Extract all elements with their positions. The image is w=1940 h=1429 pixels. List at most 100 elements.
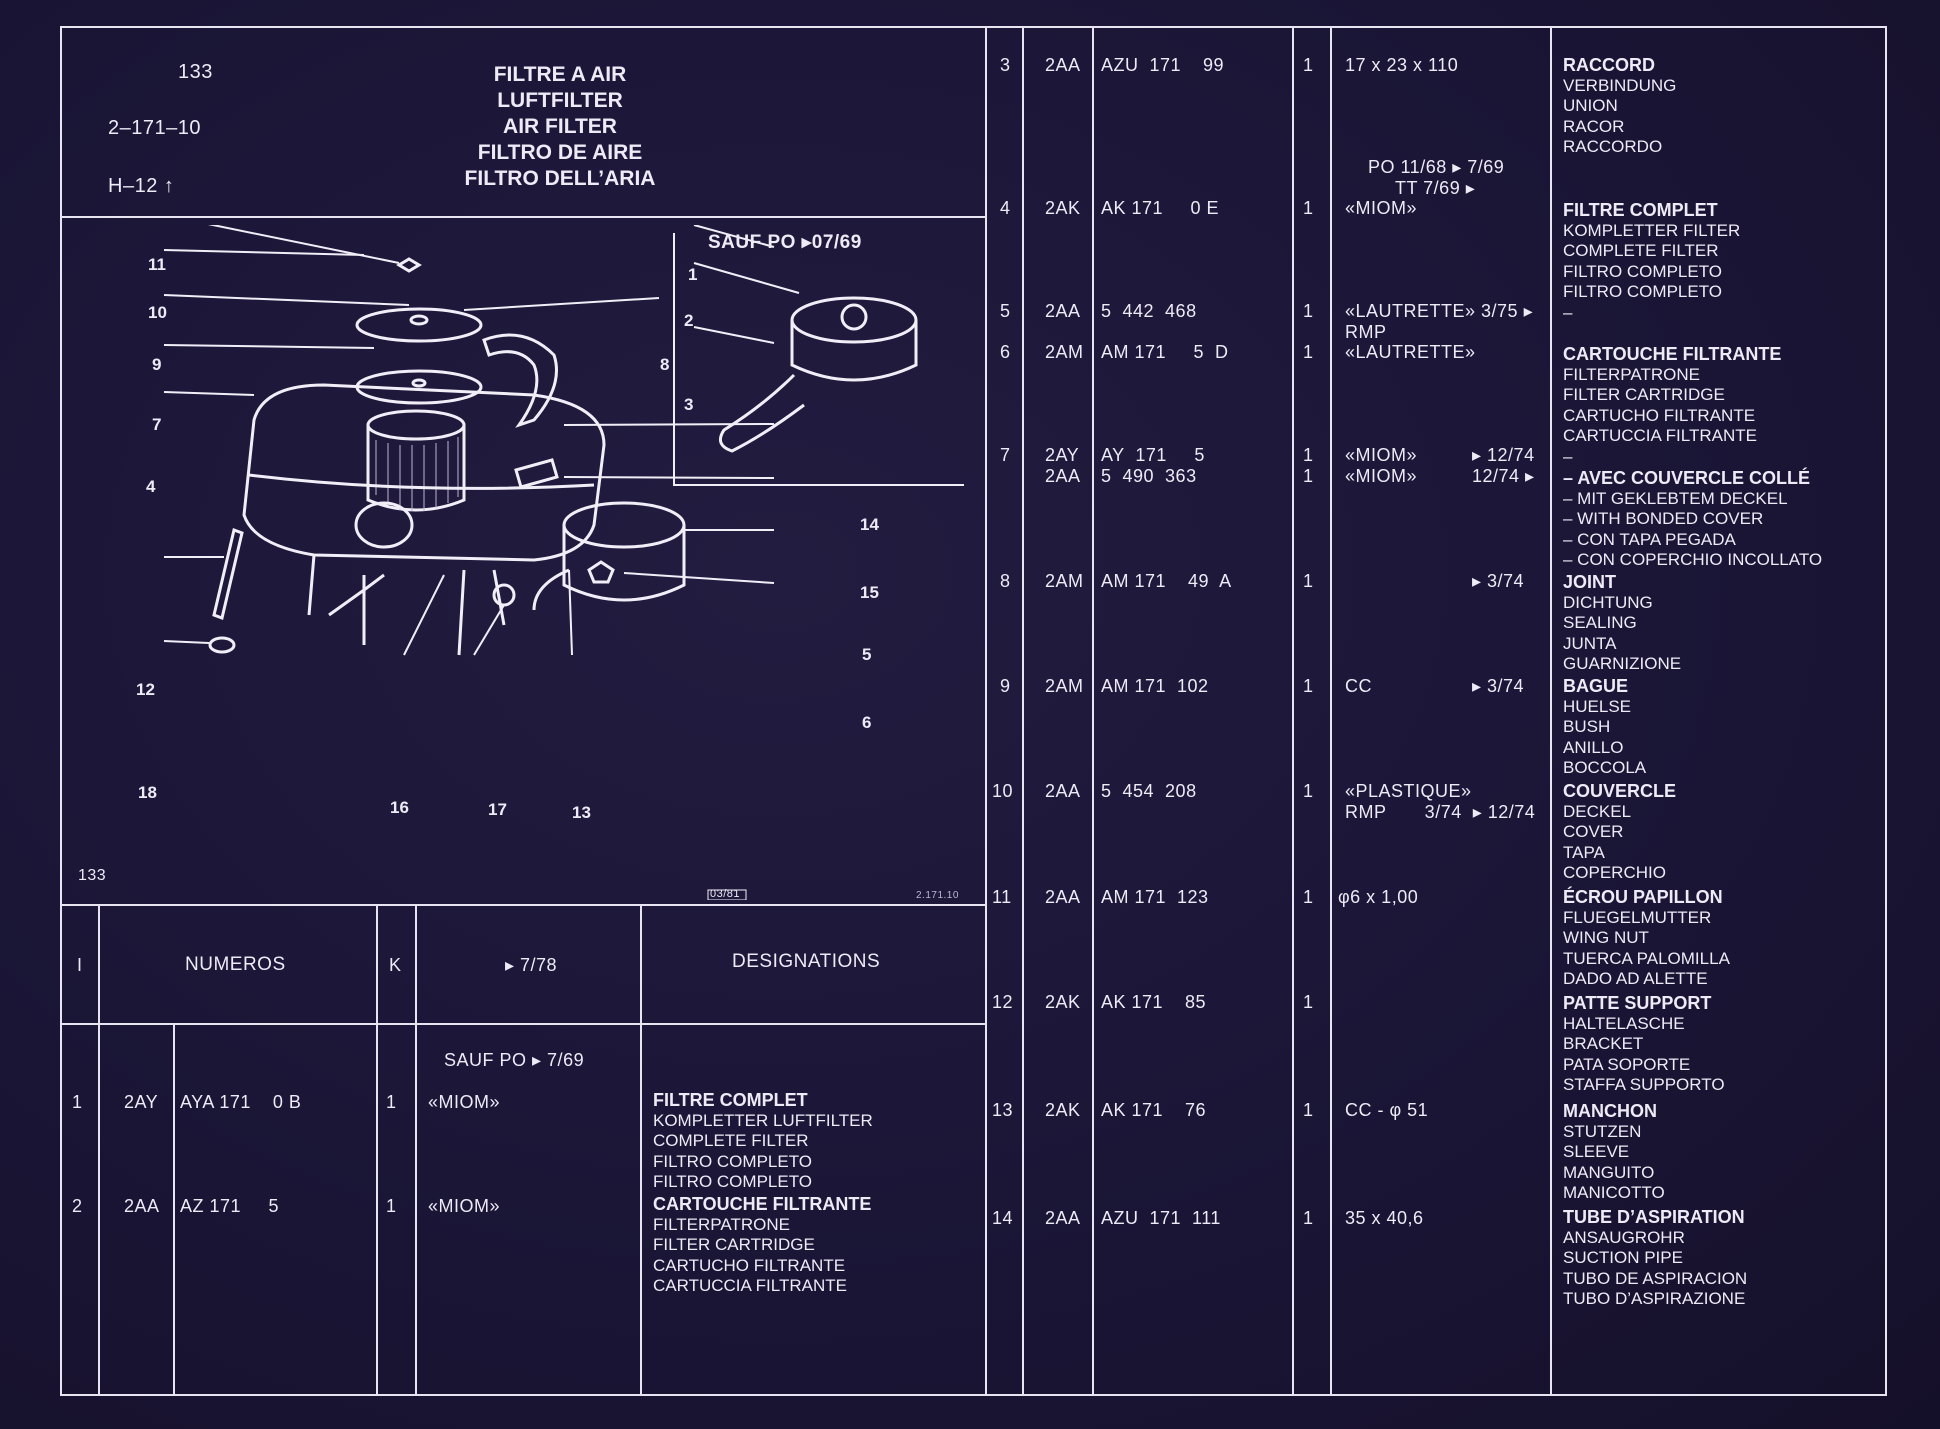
left-note: SAUF PO ▸ 7/69 xyxy=(444,1050,585,1070)
row-designation: – AVEC COUVERCLE COLLÉ – MIT GEKLEBTEM D… xyxy=(1563,468,1823,570)
grid-reference: H–12 ↑ xyxy=(108,176,174,196)
row-code: 2AM xyxy=(1045,342,1084,362)
row-qty: 1 xyxy=(1303,887,1314,907)
row-index: 11 xyxy=(992,887,1012,907)
row-designation: – xyxy=(1563,303,1573,322)
row-part-number: AM 171 123 xyxy=(1101,887,1209,907)
row-designation: CARTOUCHE FILTRANTE FILTERPATRONE FILTER… xyxy=(1563,344,1782,466)
row-designation: BAGUE HUELSE BUSH ANILLO BOCCOLA xyxy=(1563,676,1647,778)
callout-17: 17 xyxy=(488,800,507,819)
row-code: 2AA xyxy=(1045,887,1081,907)
col-header-date: ▸ 7/78 xyxy=(505,955,558,975)
row-part-number: AM 171 49 A xyxy=(1101,571,1232,591)
row-note: «LAUTRETTE» xyxy=(1345,342,1476,362)
col-line xyxy=(1092,26,1094,1396)
grid-reference-text: H–12 xyxy=(108,175,158,197)
row-note: «MIOM» xyxy=(428,1092,501,1112)
col-header-k: K xyxy=(389,955,402,975)
title-it: FILTRO DELL’ARIA xyxy=(464,167,656,190)
row-note: CC - φ 51 xyxy=(1345,1100,1429,1120)
col-line xyxy=(640,904,642,1396)
row-note-2: RMP 3/74 ▸ 12/74 xyxy=(1345,802,1536,822)
row-qty: 1 xyxy=(1303,571,1314,591)
row-note-br: 12/74 ▸ xyxy=(1472,466,1535,486)
row-designation: MANCHON STUTZEN SLEEVE MANGUITO MANICOTT… xyxy=(1563,1101,1665,1203)
col-line xyxy=(1022,26,1024,1396)
row-note: «MIOM» xyxy=(428,1196,501,1216)
title-block: FILTRE A AIR LUFTFILTER AIR FILTER FILTR… xyxy=(420,62,700,192)
row-part-number: AK 171 85 xyxy=(1101,992,1207,1012)
divider xyxy=(60,1023,985,1025)
callout-12: 12 xyxy=(136,680,155,699)
row-code: 2AK xyxy=(1045,1100,1081,1120)
row-qty-2: 1 xyxy=(1303,466,1314,486)
row-index: 3 xyxy=(1000,55,1011,75)
row-designation: CARTOUCHE FILTRANTE FILTERPATRONE FILTER… xyxy=(653,1194,872,1296)
stamp-ref: 2.171.10 xyxy=(916,890,959,901)
col-line xyxy=(98,904,100,1396)
row-qty: 1 xyxy=(1303,992,1314,1012)
part-reference: 2–171–10 xyxy=(108,117,201,139)
col-line xyxy=(1550,26,1552,1396)
row-note-right: ▸ 3/74 xyxy=(1472,571,1525,591)
row-part-number: AZU 171 111 xyxy=(1101,1208,1221,1228)
callout-6: 6 xyxy=(862,713,872,732)
row-note: «MIOM» xyxy=(1345,445,1418,465)
title-es: FILTRO DE AIRE xyxy=(477,141,643,164)
row-designation: JOINT DICHTUNG SEALING JUNTA GUARNIZIONE xyxy=(1563,572,1682,674)
row-code-2: 2AA xyxy=(1045,466,1081,486)
row-qty: 1 xyxy=(1303,445,1314,465)
divider xyxy=(60,904,985,906)
row-designation: RACCORD VERBINDUNG UNION RACOR RACCORDO xyxy=(1563,55,1677,157)
divider xyxy=(60,216,985,218)
row-index: 6 xyxy=(1000,342,1011,362)
title-de: LUFTFILTER xyxy=(497,89,623,112)
row-index: 7 xyxy=(1000,445,1011,465)
outer-frame xyxy=(60,26,1887,1396)
row-index: 9 xyxy=(1000,676,1011,696)
row-qty: 1 xyxy=(1303,676,1314,696)
row-part-number: AY 171 5 xyxy=(1101,445,1205,465)
row-code: 2AA xyxy=(1045,781,1081,801)
row-qty: 1 xyxy=(1303,301,1314,321)
row-note: «MIOM» xyxy=(1345,198,1418,218)
row-qty: 1 xyxy=(1303,1100,1314,1120)
row-index: 12 xyxy=(992,992,1014,1012)
stamp-date: 03/81 xyxy=(710,888,741,900)
callout-8: 8 xyxy=(660,355,670,374)
air-filter-drawing xyxy=(163,214,964,901)
row-part-number: AK 171 76 xyxy=(1101,1100,1207,1120)
row-note-2: RMP xyxy=(1345,322,1387,342)
row-code: 2AY xyxy=(1045,445,1080,465)
row-note-right: ▸ 12/74 xyxy=(1472,445,1535,465)
row-note: 17 x 23 x 110 xyxy=(1345,55,1459,75)
title-fr: FILTRE A AIR xyxy=(493,63,627,86)
arrow-up-icon: ↑ xyxy=(163,175,175,197)
row-qty: 1 xyxy=(1303,342,1314,362)
row-index: 13 xyxy=(992,1100,1014,1120)
row-designation: ÉCROU PAPILLON FLUEGELMUTTER WING NUT TU… xyxy=(1563,887,1730,989)
row-note-3: TT 7/69 ▸ xyxy=(1395,178,1476,198)
row-designation: TUBE D’ASPIRATION ANSAUGROHR SUCTION PIP… xyxy=(1563,1207,1748,1309)
callout-16: 16 xyxy=(390,798,409,817)
row-qty: 1 xyxy=(1303,1208,1314,1228)
callout-10: 10 xyxy=(148,303,167,322)
row-index: 5 xyxy=(1000,301,1011,321)
row-part-number-2: 5 490 363 xyxy=(1101,466,1197,486)
row-index: 8 xyxy=(1000,571,1011,591)
row-designation: FILTRE COMPLET KOMPLETTER FILTER COMPLET… xyxy=(1563,200,1741,302)
col-line xyxy=(173,1023,175,1396)
callout-11: 11 xyxy=(148,255,166,274)
row-index: 1 xyxy=(72,1092,83,1112)
row-part-number: AYA 171 0 B xyxy=(180,1092,302,1112)
row-code: 2AK xyxy=(1045,198,1081,218)
row-code: 2AA xyxy=(1045,301,1081,321)
row-qty: 1 xyxy=(1303,198,1314,218)
row-code: 2AY xyxy=(124,1092,159,1112)
row-index: 2 xyxy=(72,1196,83,1216)
callout-4: 4 xyxy=(146,477,156,496)
inset-title: SAUF PO ▸07/69 xyxy=(708,232,862,253)
row-qty: 1 xyxy=(1303,55,1314,75)
row-note-2: PO 11/68 ▸ 7/69 xyxy=(1368,157,1505,177)
